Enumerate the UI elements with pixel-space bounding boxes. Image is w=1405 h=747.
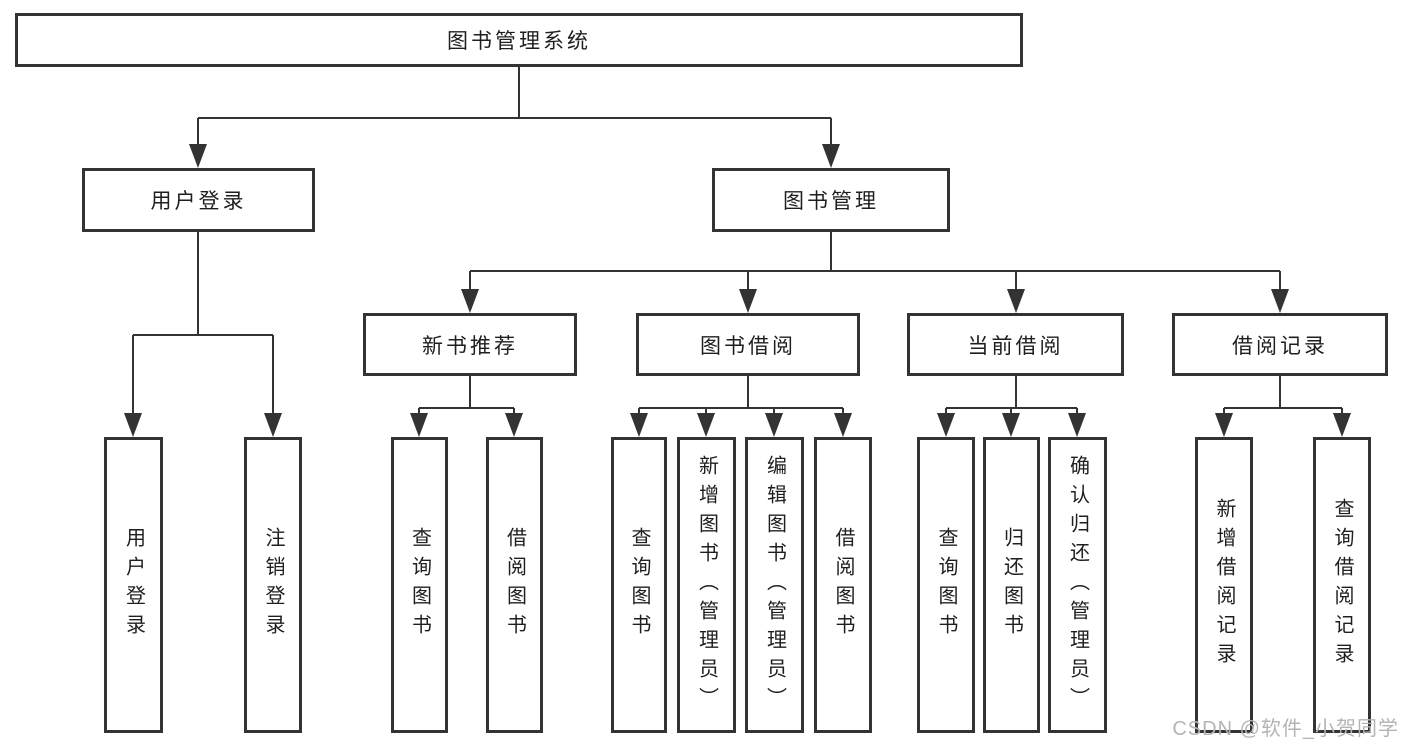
node-query-books-leaf: 查询图书 <box>611 437 667 733</box>
connector-vline <box>830 118 832 146</box>
node-label: 确认归还（管理员） <box>1066 454 1089 716</box>
connector-vline <box>1076 408 1078 415</box>
connector-hline <box>198 117 831 119</box>
arrow-down-icon <box>461 289 479 313</box>
connector-vline <box>830 232 832 271</box>
node-confirm-return-admin-leaf: 确认归还（管理员） <box>1048 437 1107 733</box>
node-user-login: 用户登录 <box>82 168 315 232</box>
connector-vline <box>1341 408 1343 415</box>
connector-vline <box>513 408 515 415</box>
arrow-down-icon <box>505 413 523 437</box>
connector-vline <box>705 408 707 415</box>
node-label: 用户登录 <box>150 190 247 213</box>
connector-vline <box>1279 376 1281 408</box>
arrow-down-icon <box>1271 289 1289 313</box>
arrow-down-icon <box>697 413 715 437</box>
arrow-down-icon <box>822 144 840 168</box>
node-label: 注销登录 <box>262 527 284 643</box>
connector-hline <box>133 334 273 336</box>
connector-vline <box>518 67 520 118</box>
connector-vline <box>469 376 471 408</box>
connector-vline <box>747 376 749 408</box>
watermark-text: CSDN @软件_小贺同学 <box>1172 718 1399 740</box>
arrow-down-icon <box>937 413 955 437</box>
connector-vline <box>272 335 274 415</box>
arrow-down-icon <box>1215 413 1233 437</box>
connector-vline <box>773 408 775 415</box>
connector-vline <box>945 408 947 415</box>
node-book-borrowing: 图书借阅 <box>636 313 860 376</box>
node-label: 查询图书 <box>935 527 957 643</box>
connector-vline <box>842 408 844 415</box>
node-user-login-leaf: 用户登录 <box>104 437 163 733</box>
node-label: 新增借阅记录 <box>1213 498 1235 672</box>
node-query-books-leaf: 查询图书 <box>917 437 975 733</box>
node-query-books-leaf: 查询图书 <box>391 437 448 733</box>
arrow-down-icon <box>630 413 648 437</box>
arrow-down-icon <box>264 413 282 437</box>
arrow-down-icon <box>739 289 757 313</box>
node-label: 借阅图书 <box>503 527 526 643</box>
node-label: 查询图书 <box>408 527 431 643</box>
node-label: 当前借阅 <box>967 334 1064 358</box>
connector-hline <box>470 270 1280 272</box>
arrow-down-icon <box>189 144 207 168</box>
node-query-borrow-record-leaf: 查询借阅记录 <box>1313 437 1371 733</box>
node-edit-books-admin-leaf: 编辑图书（管理员） <box>745 437 804 733</box>
node-label: 新增图书（管理员） <box>695 454 718 716</box>
node-label: 新书推荐 <box>422 334 518 358</box>
node-label: 归还图书 <box>1000 527 1023 643</box>
connector-hline <box>419 407 514 409</box>
node-current-borrowing: 当前借阅 <box>907 313 1124 376</box>
node-label: 查询图书 <box>628 527 650 643</box>
arrow-down-icon <box>1068 413 1086 437</box>
node-borrow-books-leaf: 借阅图书 <box>486 437 543 733</box>
arrow-down-icon <box>1002 413 1020 437</box>
node-label: 图书管理 <box>783 190 879 213</box>
node-library-management-system: 图书管理系统 <box>15 13 1023 67</box>
arrow-down-icon <box>1333 413 1351 437</box>
node-label: 借阅记录 <box>1232 334 1328 358</box>
connector-vline <box>418 408 420 415</box>
node-label: 图书管理系统 <box>447 30 591 53</box>
node-borrowing-records: 借阅记录 <box>1172 313 1388 376</box>
arrow-down-icon <box>1007 289 1025 313</box>
connector-vline <box>197 118 199 146</box>
node-label: 查询借阅记录 <box>1331 498 1353 672</box>
arrow-down-icon <box>410 413 428 437</box>
node-book-management: 图书管理 <box>712 168 950 232</box>
connector-vline <box>747 271 749 291</box>
node-label: 图书借阅 <box>700 334 796 358</box>
node-return-books-leaf: 归还图书 <box>983 437 1040 733</box>
connector-vline <box>1279 271 1281 291</box>
node-borrow-books-leaf: 借阅图书 <box>814 437 872 733</box>
node-label: 用户登录 <box>122 527 145 643</box>
connector-hline <box>1224 407 1342 409</box>
connector-vline <box>638 408 640 415</box>
connector-vline <box>1015 271 1017 291</box>
node-add-books-admin-leaf: 新增图书（管理员） <box>677 437 736 733</box>
connector-hline <box>639 407 843 409</box>
connector-vline <box>1015 376 1017 408</box>
arrow-down-icon <box>124 413 142 437</box>
arrow-down-icon <box>765 413 783 437</box>
connector-vline <box>197 232 199 335</box>
arrow-down-icon <box>834 413 852 437</box>
connector-vline <box>469 271 471 291</box>
node-label: 借阅图书 <box>832 527 854 643</box>
connector-vline <box>1010 408 1012 415</box>
connector-vline <box>132 335 134 415</box>
node-add-borrow-record-leaf: 新增借阅记录 <box>1195 437 1253 733</box>
node-new-book-recommendation: 新书推荐 <box>363 313 577 376</box>
connector-vline <box>1223 408 1225 415</box>
node-label: 编辑图书（管理员） <box>763 454 786 716</box>
node-logout-leaf: 注销登录 <box>244 437 302 733</box>
